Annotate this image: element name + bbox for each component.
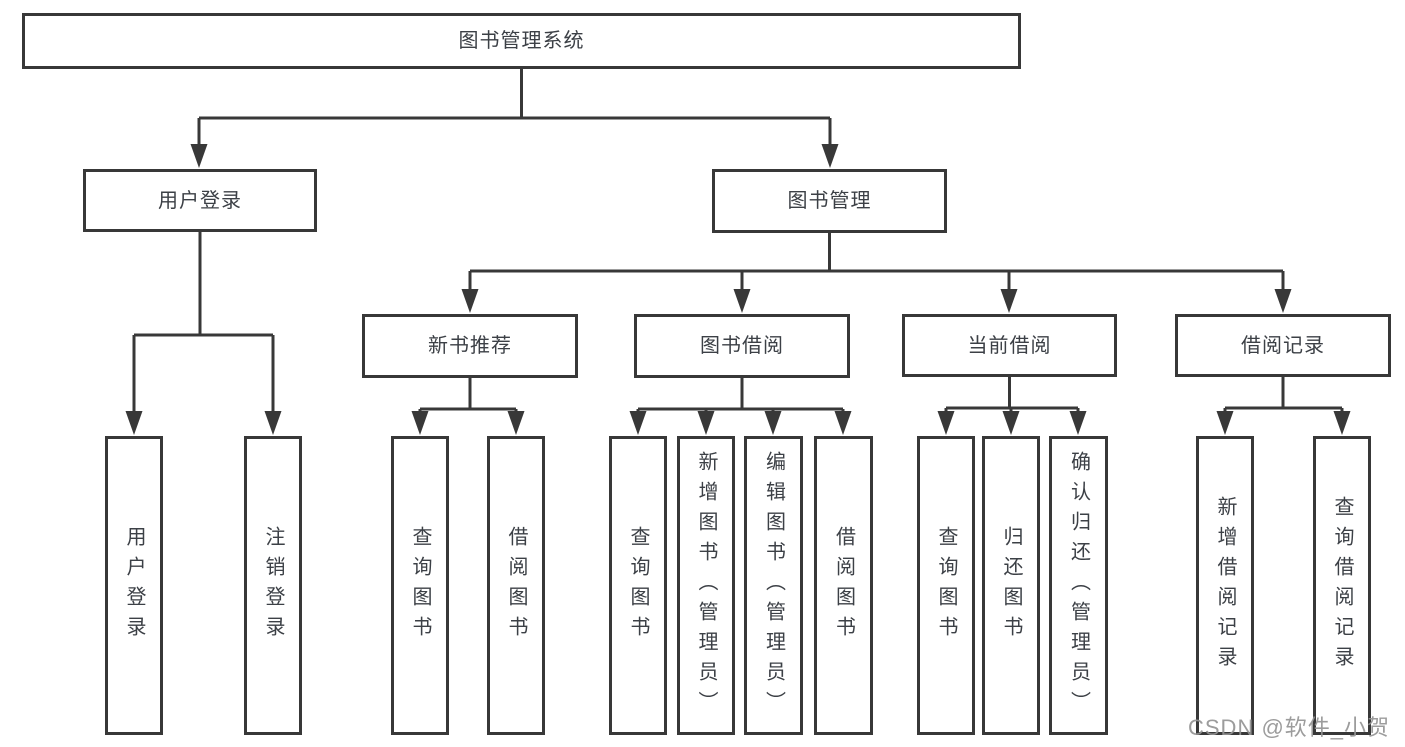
node-new-book-recommend: 新书推荐 — [362, 314, 578, 378]
arrowhead — [937, 411, 955, 435]
connector-user-login — [125, 232, 282, 435]
arrowhead — [461, 289, 479, 313]
arrowhead — [1216, 411, 1234, 435]
arrowhead — [764, 411, 782, 435]
arrowhead — [125, 411, 143, 435]
arrowhead — [190, 144, 208, 168]
connector-book-borrowing — [629, 378, 852, 435]
arrowhead — [1002, 411, 1020, 435]
leaf-confirm-return-admin: 确认归还（管理员） — [1049, 436, 1108, 735]
arrowhead — [1333, 411, 1351, 435]
leaf-add-book-admin: 新增图书（管理员） — [677, 436, 735, 735]
node-book-borrowing: 图书借阅 — [634, 314, 850, 378]
arrowhead — [834, 411, 852, 435]
node-user-login: 用户登录 — [83, 169, 317, 232]
arrowhead — [821, 144, 839, 168]
arrowhead — [1000, 289, 1018, 313]
node-borrowing-records: 借阅记录 — [1175, 314, 1391, 377]
arrowhead — [733, 289, 751, 313]
arrowhead — [1069, 411, 1087, 435]
leaf-edit-book-admin: 编辑图书（管理员） — [744, 436, 803, 735]
csdn-watermark: CSDN @软件_小贺同学 — [1188, 715, 1391, 740]
node-book-management: 图书管理 — [712, 169, 947, 233]
connector-new-book-recommend — [411, 378, 525, 435]
node-root: 图书管理系统 — [22, 13, 1021, 69]
leaf-query-books-2: 查询图书 — [609, 436, 667, 735]
leaf-query-books-3: 查询图书 — [917, 436, 975, 735]
connector-current-borrowing — [937, 376, 1087, 435]
connector-borrowing-records — [1216, 376, 1351, 435]
leaf-logout: 注销登录 — [244, 436, 302, 735]
arrowhead — [507, 411, 525, 435]
leaf-query-borrow-record: 查询借阅记录 — [1313, 436, 1371, 735]
connector-book-management — [461, 233, 1292, 313]
arrowhead — [411, 411, 429, 435]
node-current-borrowing: 当前借阅 — [902, 314, 1117, 377]
leaf-borrow-books-1: 借阅图书 — [487, 436, 545, 735]
arrowhead — [629, 411, 647, 435]
connector-root — [190, 69, 839, 168]
arrowhead — [264, 411, 282, 435]
leaf-user-login: 用户登录 — [105, 436, 163, 735]
arrowhead — [1274, 289, 1292, 313]
leaf-return-books: 归还图书 — [982, 436, 1040, 735]
leaf-query-books-1: 查询图书 — [391, 436, 449, 735]
leaf-borrow-books-2: 借阅图书 — [814, 436, 873, 735]
leaf-add-borrow-record: 新增借阅记录 — [1196, 436, 1254, 735]
arrowhead — [697, 411, 715, 435]
